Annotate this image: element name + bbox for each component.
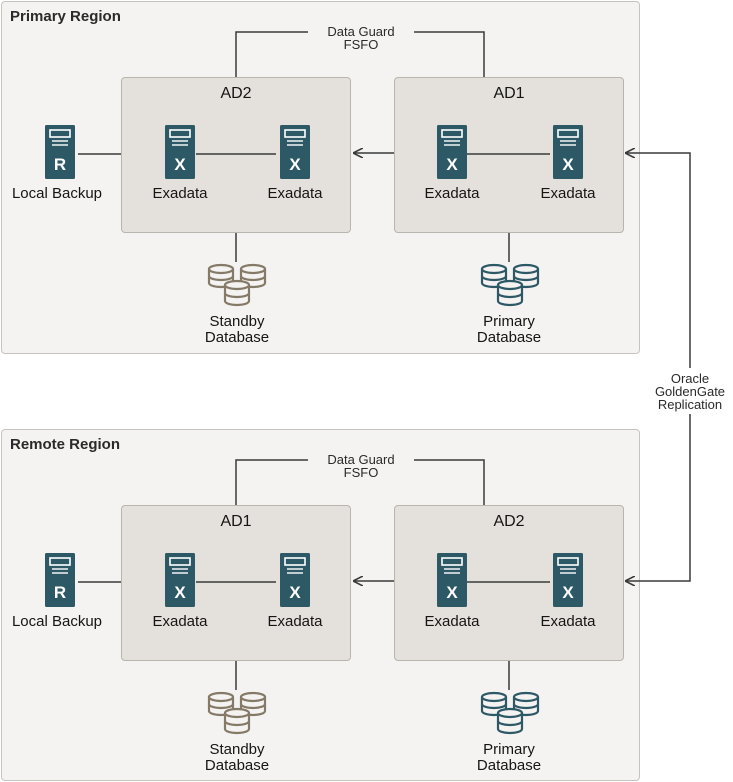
primary-region-title: Primary Region — [10, 8, 121, 25]
remote-standby-database-icon — [207, 691, 267, 735]
svg-text:X: X — [562, 583, 574, 602]
remote-ad1-exadata-b-label: Exadata — [267, 613, 323, 630]
remote-ad2-exadata-b-label: Exadata — [540, 613, 596, 630]
svg-text:X: X — [289, 155, 301, 174]
primary-primary-database-label: Primary Database — [476, 313, 542, 346]
primary-ad2-exadata-a-label: Exadata — [152, 185, 208, 202]
primary-ad1-exadata-a-label: Exadata — [424, 185, 480, 202]
local-backup-server-icon: R — [45, 125, 75, 179]
svg-text:R: R — [54, 155, 66, 174]
primary-standby-database-icon — [207, 263, 267, 307]
svg-text:X: X — [562, 155, 574, 174]
remote-ad1-exadata-b-icon: X — [280, 553, 310, 607]
primary-ad2-exadata-b-icon: X — [280, 125, 310, 179]
svg-text:X: X — [174, 583, 186, 602]
remote-ad2-exadata-b-icon: X — [553, 553, 583, 607]
goldengate-upper-connector — [626, 153, 691, 368]
remote-ad1-exadata-a-label: Exadata — [152, 613, 208, 630]
remote-ad1-box: AD1 — [121, 505, 351, 661]
primary-ad1-box: AD1 — [394, 77, 624, 233]
primary-ad1-exadata-b-icon: X — [553, 125, 583, 179]
goldengate-lower-connector — [626, 414, 691, 581]
svg-text:X: X — [446, 583, 458, 602]
remote-primary-database-icon — [480, 691, 540, 735]
remote-ad1-label: AD1 — [220, 513, 252, 530]
goldengate-replication-label: Oracle GoldenGate Replication — [654, 371, 726, 412]
remote-ad2-exadata-a-label: Exadata — [424, 613, 480, 630]
primary-ad2-label: AD2 — [220, 85, 252, 102]
remote-standby-database-label: Standby Database — [204, 741, 270, 774]
svg-text:X: X — [446, 155, 458, 174]
primary-standby-database-label: Standby Database — [204, 313, 270, 346]
svg-text:X: X — [289, 583, 301, 602]
primary-primary-database-icon — [480, 263, 540, 307]
remote-ad2-exadata-a-icon: X — [437, 553, 467, 607]
remote-primary-database-label: Primary Database — [476, 741, 542, 774]
primary-ad2-exadata-a-icon: X — [165, 125, 195, 179]
remote-ad1-exadata-a-icon: X — [165, 553, 195, 607]
primary-local-backup-label: Local Backup — [11, 185, 103, 202]
primary-ad1-exadata-a-icon: X — [437, 125, 467, 179]
primary-ad1-label: AD1 — [493, 85, 525, 102]
svg-text:R: R — [54, 583, 66, 602]
primary-ad1-exadata-b-label: Exadata — [540, 185, 596, 202]
remote-local-backup-label: Local Backup — [11, 613, 103, 630]
remote-ad2-box: AD2 — [394, 505, 624, 661]
remote-region-title: Remote Region — [10, 436, 121, 453]
svg-text:X: X — [174, 155, 186, 174]
primary-data-guard-label: Data Guard FSFO — [308, 25, 414, 51]
primary-ad2-box: AD2 — [121, 77, 351, 233]
remote-local-backup-server-icon: R — [45, 553, 75, 607]
primary-ad2-exadata-b-label: Exadata — [267, 185, 323, 202]
remote-ad2-label: AD2 — [493, 513, 525, 530]
remote-data-guard-label: Data Guard FSFO — [308, 453, 414, 479]
